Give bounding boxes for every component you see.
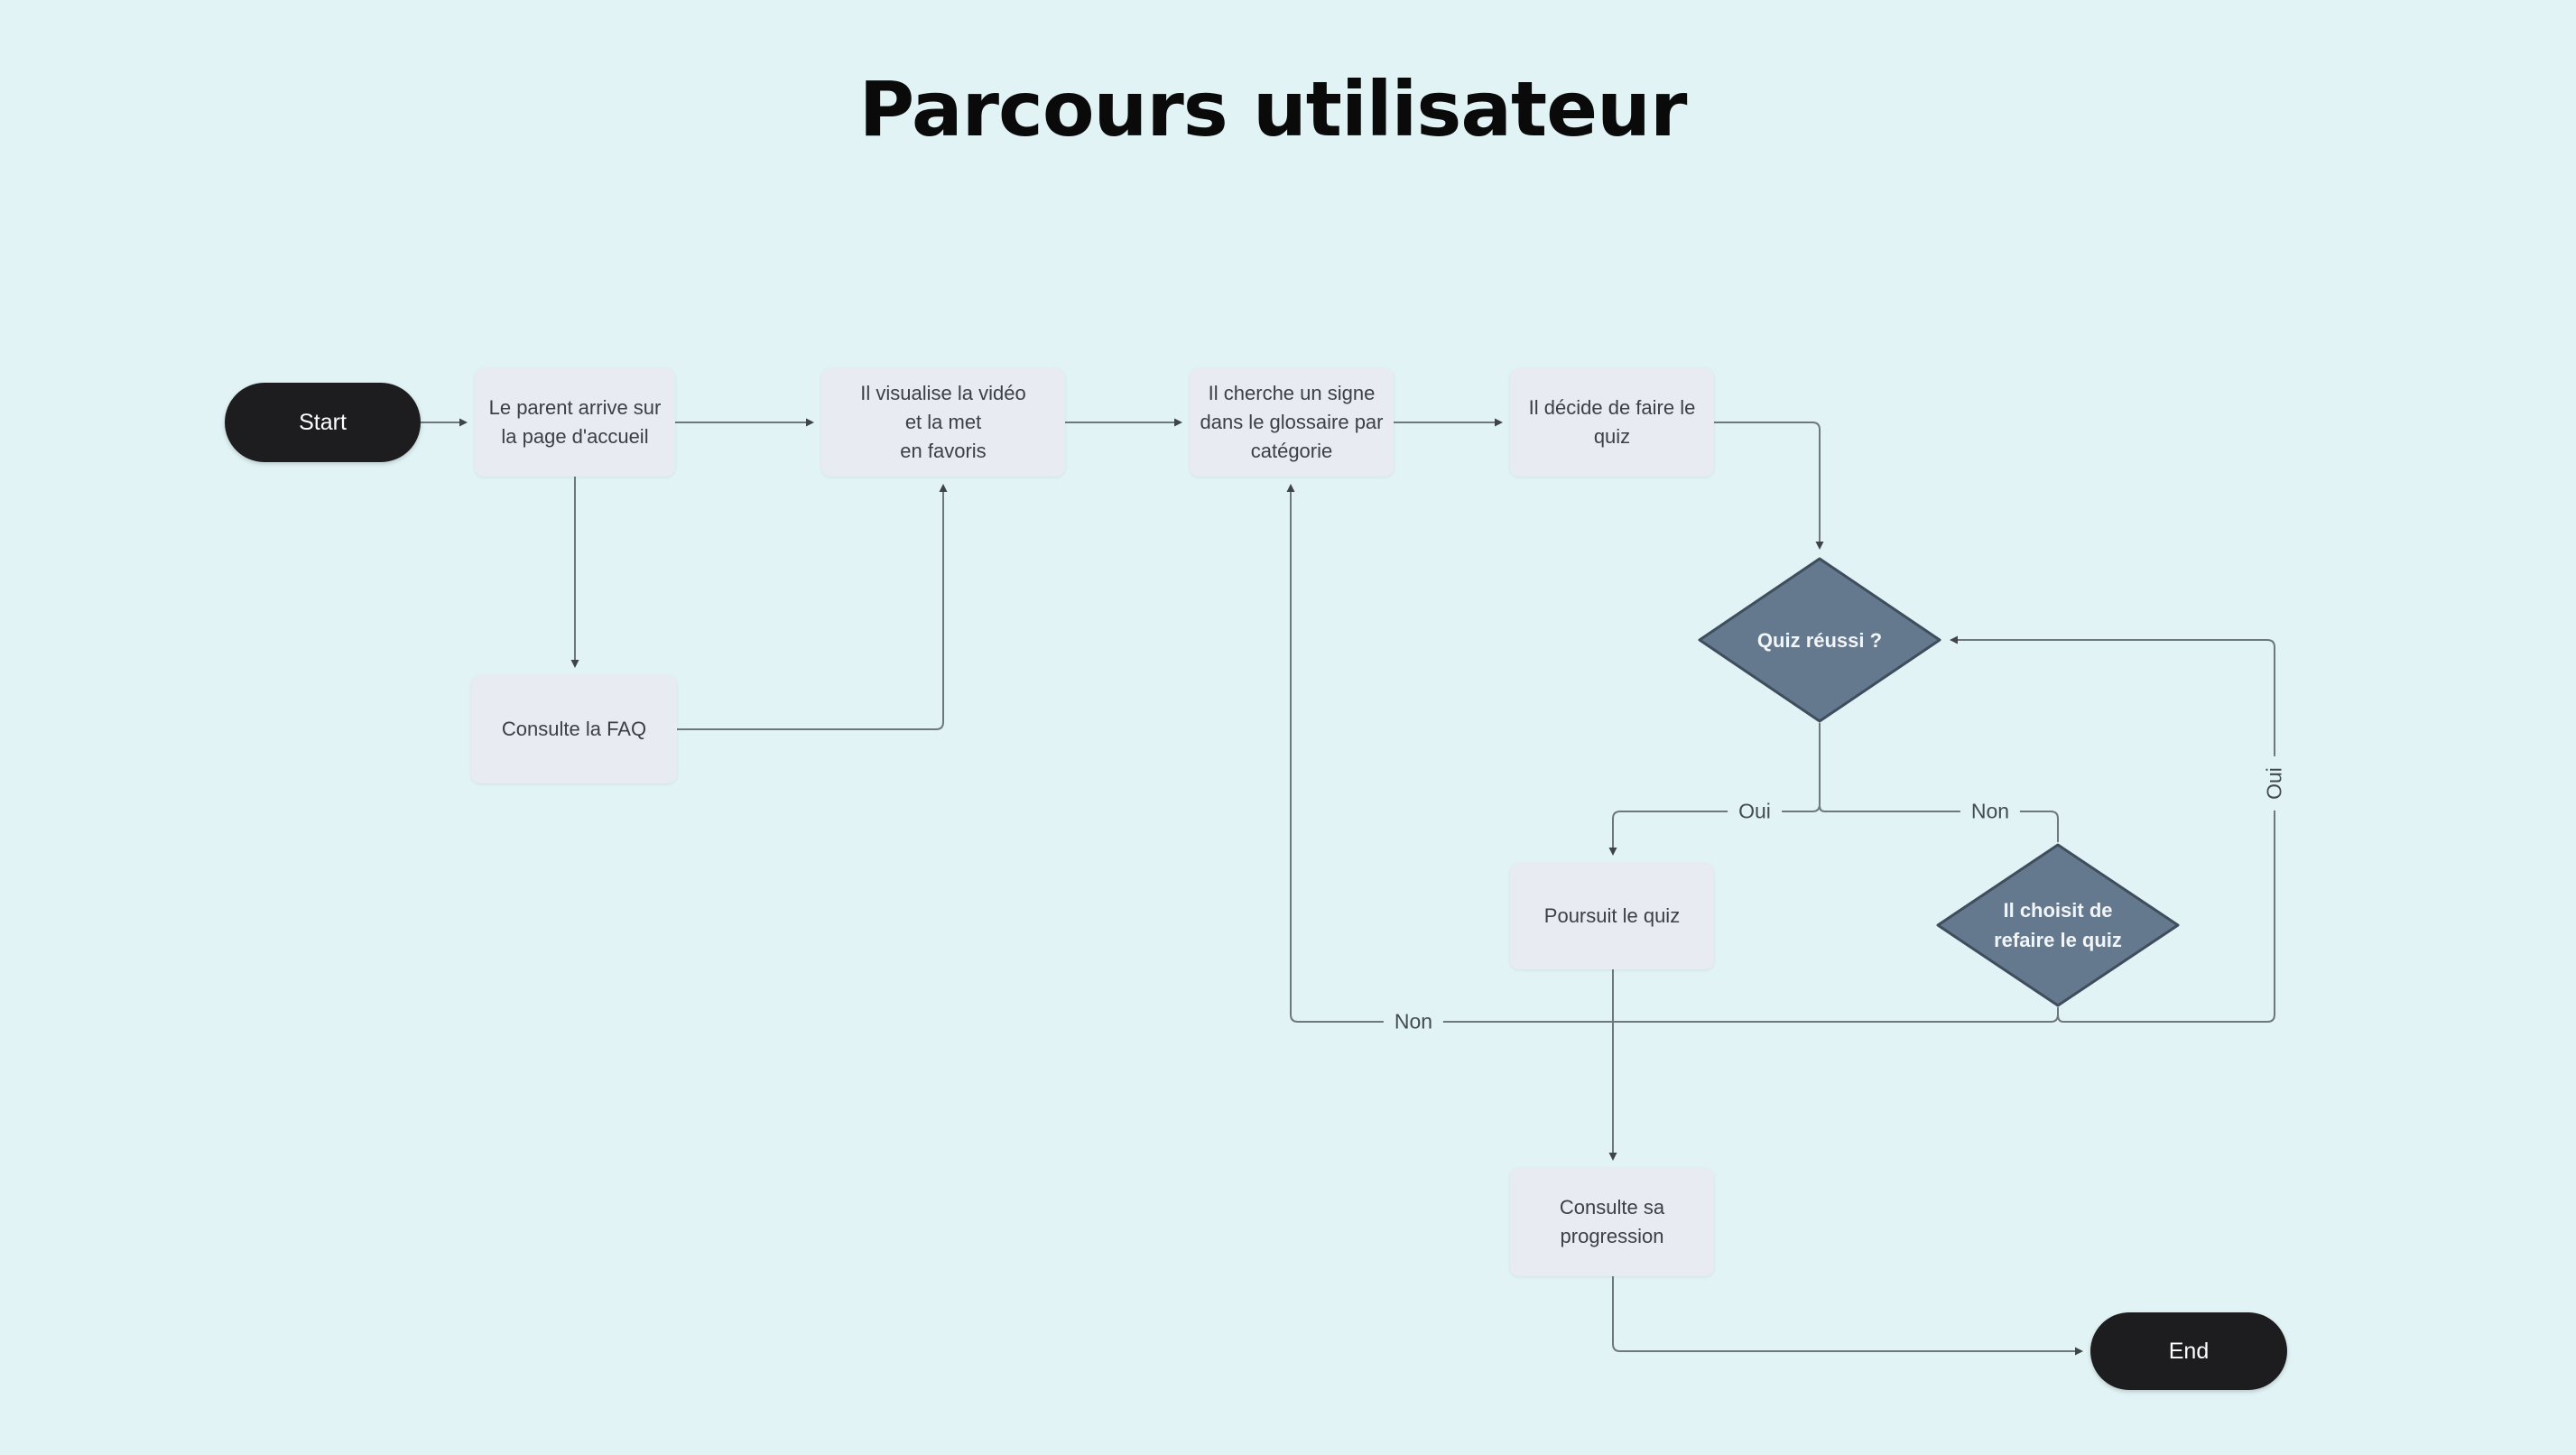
node-consulte-progression[interactable]: Consulte sa progression [1510,1168,1714,1276]
node-refaire-quiz-label: Il choisit de refaire le quiz [1994,899,2122,951]
node-arrive-accueil-label: Le parent arrive sur la page d'accueil [488,396,662,448]
diamond-shape [1698,557,1941,723]
edge-quizreussi-refaire-non [1819,805,2059,842]
node-poursuit-quiz-label: Poursuit le quiz [1543,904,1681,928]
node-decide-quiz-label: Il décide de faire le quiz [1528,396,1696,448]
node-visualise-video[interactable]: Il visualise la vidéo et la met en favor… [821,368,1065,477]
node-consulte-faq-label: Consulte la FAQ [501,718,647,741]
node-end[interactable]: End [2090,1312,2287,1390]
node-start[interactable]: Start [225,383,421,462]
node-consulte-faq[interactable]: Consulte la FAQ [471,675,677,783]
node-cherche-glossaire-label: Il cherche un signe dans le glossaire pa… [1200,382,1384,462]
node-refaire-quiz[interactable]: Il choisit de refaire le quiz [1936,843,2180,1007]
diamond-shape [1936,843,2180,1007]
node-cherche-glossaire[interactable]: Il cherche un signe dans le glossaire pa… [1190,368,1394,477]
page-title: Parcours utilisateur [858,65,1688,153]
edge-label-oui-quiz-reussi: Oui [1728,798,1782,825]
edge-label-oui-refaire: Oui [2261,756,2288,811]
node-start-label: Start [299,409,347,435]
node-arrive-accueil[interactable]: Le parent arrive sur la page d'accueil [475,368,675,477]
edge-quiz-quizreussi [1714,422,1824,550]
node-quiz-reussi-label: Quiz réussi ? [1756,628,1883,652]
node-decide-quiz[interactable]: Il décide de faire le quiz [1510,368,1714,477]
node-consulte-progression-label: Consulte sa progression [1559,1196,1665,1247]
node-quiz-reussi[interactable]: Quiz réussi ? [1698,557,1941,723]
edge-faq-video [677,484,948,730]
node-poursuit-quiz[interactable]: Poursuit le quiz [1510,863,1714,969]
edge-progression-end [1612,1276,2083,1356]
edge-refaire-quizreussi-oui [1950,635,2275,1023]
node-end-label: End [2168,1338,2210,1364]
edge-quizreussi-poursuit-oui [1608,723,1821,856]
node-visualise-video-label: Il visualise la vidéo et la met en favor… [860,382,1026,462]
edge-label-non-refaire: Non [1383,1008,1444,1035]
edge-label-non-quiz-reussi: Non [1960,798,2021,825]
